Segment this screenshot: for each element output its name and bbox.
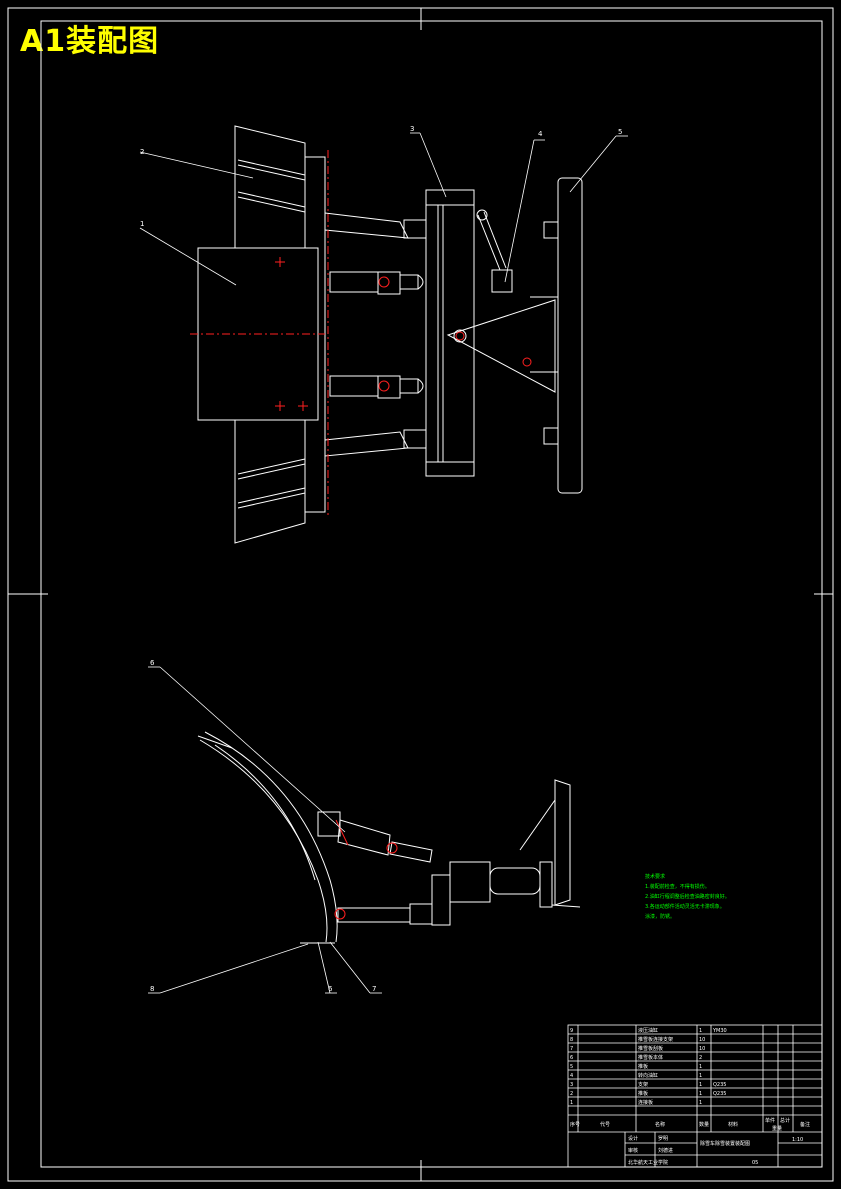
push-plate: [557, 177, 583, 494]
row-no: 1: [570, 1100, 573, 1106]
balloon-8: 8: [150, 985, 154, 993]
row-no: 2: [570, 1091, 573, 1097]
row-qty: 1: [699, 1064, 702, 1070]
row-name: 支架: [638, 1081, 648, 1088]
row-qty: 2: [699, 1055, 702, 1061]
row-name: 连接板: [638, 1099, 653, 1106]
drawing-name: 除雪车除雪装置装配图: [700, 1140, 750, 1147]
row-name: 推板: [638, 1063, 648, 1070]
side-centerlines: [334, 819, 398, 920]
row-name: 推雪板连接支架: [638, 1036, 673, 1043]
drawing-frame: [7, 7, 834, 1182]
balloon-6a: 6: [150, 659, 155, 667]
header-code: 代号: [600, 1121, 610, 1128]
technical-notes: 技术要求 1.装配前检查，不得有损伤。 2.油缸行程调整后检查油路密封良好。 3…: [645, 873, 730, 920]
balloon-1: 1: [140, 220, 144, 228]
row-name: 推雪板本体: [638, 1054, 663, 1061]
balloon-5: 5: [618, 128, 622, 136]
header-qty: 数量: [699, 1121, 709, 1128]
row-qty: 1: [699, 1028, 702, 1034]
row-no: 6: [570, 1055, 573, 1061]
check-label: 审核: [628, 1147, 638, 1154]
row-qty: 10: [699, 1037, 705, 1043]
leader-lines: [139, 132, 628, 994]
row-no: 9: [570, 1028, 573, 1034]
design-name: 罗明: [658, 1136, 668, 1142]
curved-blade: [199, 739, 328, 943]
row-name: 推雪板刮板: [638, 1045, 663, 1052]
side-view: [197, 731, 581, 944]
check-name: 刘德进: [658, 1147, 673, 1154]
notes-line-4: 涂漆，防锈。: [645, 913, 675, 920]
balloon-7: 7: [372, 985, 376, 993]
row-qty: 1: [699, 1091, 702, 1097]
part-balloons: 1 2 3 4 5 6 8 6 7: [140, 125, 622, 993]
row-qty: 1: [699, 1100, 702, 1106]
notes-line-2: 2.油缸行程调整后检查油路密封良好。: [645, 893, 730, 900]
row-material: Q235: [713, 1091, 726, 1097]
title-block: [567, 1024, 823, 1168]
row-no: 8: [570, 1037, 573, 1043]
row-qty: 1: [699, 1082, 702, 1088]
scale: 1:10: [792, 1137, 803, 1143]
balloon-3: 3: [410, 125, 414, 133]
row-no: 3: [570, 1082, 573, 1088]
header-name: 名称: [655, 1121, 665, 1128]
design-label: 设计: [628, 1135, 638, 1142]
header-weight: 重量: [772, 1125, 782, 1132]
parts-list-text: 9 液压油缸 1 YM30 8 推雪板连接支架 10 7 推雪板刮板 10 6 推雪板本体 2 5 推板 1 4…: [570, 1027, 727, 1106]
centerlines: [190, 150, 532, 515]
notes-line-3: 3.各运动部件活动灵活无卡滞现象。: [645, 903, 725, 910]
row-no: 5: [570, 1064, 573, 1070]
row-no: 7: [570, 1046, 573, 1052]
row-name: 液压油缸: [638, 1027, 658, 1034]
row-material: Q235: [713, 1082, 726, 1088]
school-name: 北华航天工业学院: [628, 1159, 668, 1166]
header-single: 单件: [765, 1117, 775, 1124]
sheet-number: 05: [752, 1160, 758, 1166]
drawing-title: A1装配图: [20, 24, 160, 59]
row-name: 推板: [638, 1090, 648, 1097]
row-qty: 10: [699, 1046, 705, 1052]
row-qty: 1: [699, 1073, 702, 1079]
header-remark: 备注: [800, 1121, 810, 1128]
header-total: 总计: [780, 1117, 790, 1124]
row-name: 转向油缸: [638, 1072, 658, 1079]
balloon-6b: 6: [328, 985, 333, 993]
balloon-2: 2: [140, 148, 144, 156]
row-no: 4: [570, 1073, 573, 1079]
header-material: 材料: [728, 1121, 738, 1128]
notes-heading: 技术要求: [645, 873, 665, 880]
support-frame: [425, 189, 475, 477]
notes-line-1: 1.装配前检查，不得有损伤。: [645, 883, 710, 890]
row-material: YM30: [712, 1028, 727, 1034]
header-no: 序号: [570, 1121, 580, 1128]
title-block-text: 序号 代号 名称 数量 材料 单件 总计 重量 备注 设计 罗明 审核 刘德进 …: [570, 1117, 810, 1166]
balloon-4: 4: [538, 130, 543, 138]
